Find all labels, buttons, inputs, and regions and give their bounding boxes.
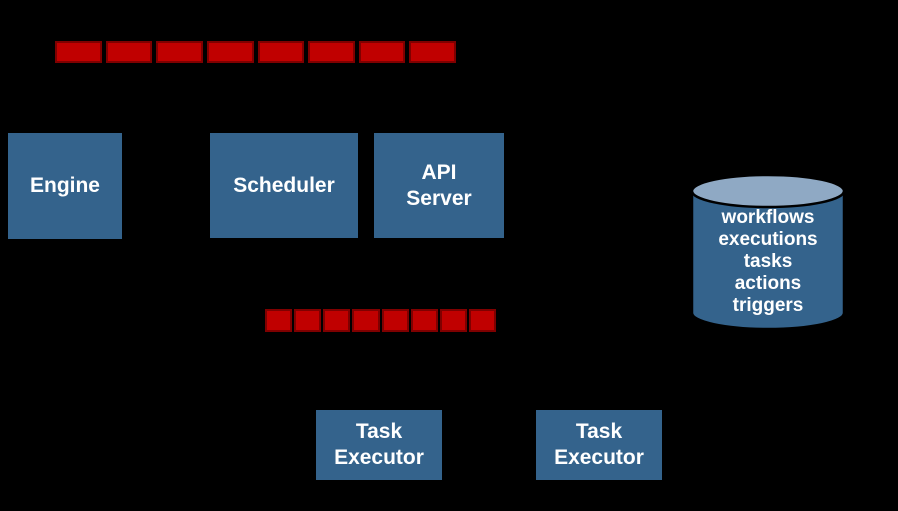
engine-label: Engine (29, 174, 100, 197)
queue-segment (468, 309, 496, 332)
queue-segment (358, 41, 406, 63)
task-executor-left-label-line2: Executor (334, 446, 424, 469)
api-server-box: API Server (374, 133, 504, 238)
queue-segment (352, 309, 380, 332)
engine-box: Engine (8, 133, 122, 239)
queue-segment (105, 41, 153, 63)
database-item-list: workflows executions tasks actions trigg… (692, 207, 844, 317)
queue-segment (156, 41, 203, 63)
database-item: executions (718, 229, 818, 250)
message-queue-top (55, 41, 456, 63)
scheduler-box: Scheduler (210, 133, 358, 238)
task-executor-box-right: Task Executor (536, 410, 662, 480)
database-item: actions (734, 273, 802, 294)
queue-segment (257, 41, 305, 63)
task-executor-left-label-line1: Task (355, 420, 403, 443)
database-cylinder (690, 173, 846, 331)
message-queue-middle (265, 309, 496, 332)
queue-segment (381, 309, 409, 332)
database-item: tasks (743, 251, 793, 272)
task-executor-right-label-line2: Executor (554, 446, 644, 469)
queue-segment (439, 309, 467, 332)
database-cylinder-top (690, 173, 846, 209)
queue-segment (55, 41, 102, 63)
queue-segment (294, 309, 322, 332)
queue-segment (206, 41, 254, 63)
queue-segment (323, 309, 351, 332)
queue-segment (308, 41, 355, 63)
queue-segment (265, 309, 293, 332)
database-item: triggers (732, 295, 804, 316)
task-executor-right-label-line1: Task (575, 420, 623, 443)
database-cylinder-body (690, 189, 846, 331)
task-executor-box-left: Task Executor (316, 410, 442, 480)
queue-segment (409, 41, 456, 63)
database-item: workflows (721, 207, 815, 228)
scheduler-label: Scheduler (233, 173, 335, 197)
api-server-label-line1: API (421, 160, 457, 184)
api-server-label-line2: Server (406, 186, 472, 210)
queue-segment (410, 309, 438, 332)
